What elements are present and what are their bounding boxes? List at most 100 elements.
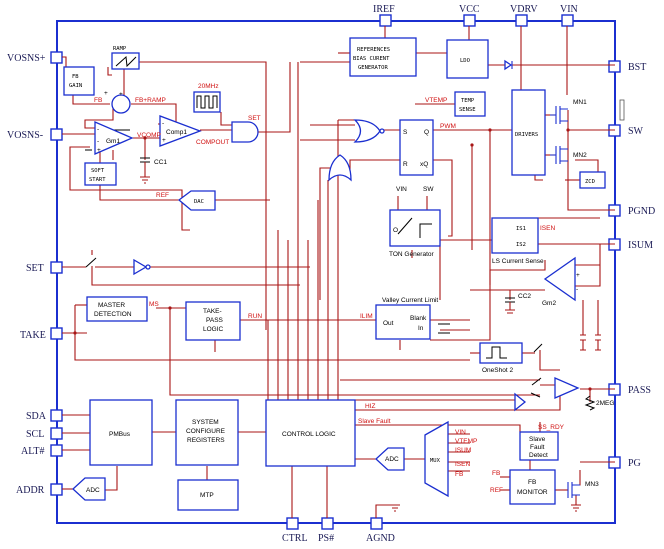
pin-ps: PS# xyxy=(318,517,334,544)
svg-text:ADDR: ADDR xyxy=(16,485,45,496)
svg-text:PS#: PS# xyxy=(318,533,334,544)
svg-text:HIZ: HIZ xyxy=(365,403,376,410)
svg-text:Valley Current Limit: Valley Current Limit xyxy=(382,297,438,304)
mn1-mosfet: MN1 xyxy=(550,99,587,124)
svg-text:xQ: xQ xyxy=(420,161,428,168)
rc-network-right xyxy=(580,300,601,351)
pin-sda: SDA xyxy=(26,409,63,422)
svg-text:IS2: IS2 xyxy=(516,242,526,248)
pin-scl: SCL xyxy=(26,427,63,440)
pmbus-block: PMBus xyxy=(89,399,153,466)
pin-iref: IREF xyxy=(373,4,395,27)
pin-addr: ADDR xyxy=(16,483,63,496)
svg-text:+: + xyxy=(162,137,166,144)
mux-block: MUX xyxy=(424,420,449,498)
soft-start-block: SOFT START xyxy=(84,162,117,186)
svg-text:SET: SET xyxy=(248,115,261,122)
svg-text:Blank: Blank xyxy=(410,315,427,322)
take-pass-logic-block: TAKE- PASS LOGIC xyxy=(185,301,241,341)
control-logic-block: CONTROL LOGIC xyxy=(265,399,356,467)
mn2-mosfet: MN2 xyxy=(550,146,587,164)
svg-text:2MEG: 2MEG xyxy=(596,400,614,407)
pin-vosns-minus: VOSNS- xyxy=(7,128,63,141)
pin-ctrl: CTRL xyxy=(282,517,308,544)
junction-dots xyxy=(73,128,592,391)
temp-sense-block: TEMP SENSE xyxy=(454,91,486,117)
slave-fault-detect-block: Slave Fault Detect xyxy=(519,431,559,461)
svg-text:DETECTION: DETECTION xyxy=(94,311,132,318)
svg-text:ALT#: ALT# xyxy=(21,446,45,457)
svg-text:PMBus: PMBus xyxy=(109,431,131,438)
summing-node: + + xyxy=(104,90,131,114)
svg-text:TAKE-: TAKE- xyxy=(203,308,222,315)
svg-text:CTRL: CTRL xyxy=(282,533,308,544)
references-block: REFERENCES BIAS CURENT GENERATOR xyxy=(349,37,417,77)
pin-isum: ISUM xyxy=(608,238,653,251)
svg-text:-: - xyxy=(97,138,99,145)
svg-text:BST: BST xyxy=(628,62,646,73)
svg-text:SW: SW xyxy=(628,126,644,137)
pin-bst: BST xyxy=(608,60,646,73)
svg-text:PG: PG xyxy=(628,458,641,469)
svg-text:ISUM: ISUM xyxy=(455,447,471,454)
svg-text:Gm1: Gm1 xyxy=(106,138,120,145)
master-detection-block: MASTER DETECTION xyxy=(86,296,148,322)
svg-text:FB: FB xyxy=(455,471,463,478)
svg-text:FB: FB xyxy=(72,74,79,80)
svg-text:GAIN: GAIN xyxy=(69,83,82,89)
adc-block: ADC xyxy=(375,447,405,471)
svg-text:LDO: LDO xyxy=(460,58,470,64)
pin-pass: PASS xyxy=(608,383,651,396)
svg-text:S: S xyxy=(403,129,408,136)
sr-latch: S R Q xQ xyxy=(399,119,434,176)
and-gate xyxy=(231,121,259,143)
svg-text:SW: SW xyxy=(423,186,434,193)
svg-text:OneShot 2: OneShot 2 xyxy=(482,367,513,374)
svg-text:Comp1: Comp1 xyxy=(166,129,187,136)
svg-text:-: - xyxy=(162,120,164,127)
sw-pin-marker xyxy=(619,99,625,121)
svg-text:SOFT: SOFT xyxy=(91,168,105,174)
svg-text:START: START xyxy=(89,177,106,183)
cc2-capacitor: CC2 xyxy=(505,293,531,314)
oscillator-20mhz: 20MHz xyxy=(193,83,221,113)
pass-buffer xyxy=(514,377,580,412)
valley-current-limit-block: Valley Current Limit Out Blank In xyxy=(375,297,438,340)
or-gate-top xyxy=(353,119,385,143)
svg-text:SYSTEM: SYSTEM xyxy=(192,419,219,426)
svg-text:MTP: MTP xyxy=(200,492,214,499)
svg-text:SET: SET xyxy=(26,263,44,274)
svg-text:PWM: PWM xyxy=(440,123,456,130)
svg-text:MASTER: MASTER xyxy=(98,302,125,309)
svg-text:MUX: MUX xyxy=(430,458,441,464)
svg-text:ZCD: ZCD xyxy=(585,179,595,185)
svg-text:SENSE: SENSE xyxy=(459,107,476,113)
svg-text:ISEN: ISEN xyxy=(455,461,470,468)
svg-text:Fault: Fault xyxy=(530,444,545,451)
addr-adc-block: ADC xyxy=(72,477,106,501)
fb-gain-block: FB GAIN xyxy=(63,66,95,96)
svg-text:COMPOUT: COMPOUT xyxy=(196,139,229,146)
svg-text:VTEMP: VTEMP xyxy=(425,97,447,104)
svg-text:CONTROL LOGIC: CONTROL LOGIC xyxy=(282,431,336,438)
svg-text:MN3: MN3 xyxy=(585,481,599,488)
svg-text:ADC: ADC xyxy=(385,456,399,463)
pin-take: TAKE xyxy=(20,327,63,341)
svg-text:SCL: SCL xyxy=(26,429,44,440)
svg-text:+: + xyxy=(576,272,580,279)
pin-set: SET xyxy=(26,261,63,274)
svg-text:-: - xyxy=(576,286,578,293)
svg-text:CC1: CC1 xyxy=(154,159,167,166)
pin-vosns-plus: VOSNS+ xyxy=(7,51,63,64)
svg-text:TAKE: TAKE xyxy=(20,330,46,341)
svg-text:PASS: PASS xyxy=(628,385,651,396)
svg-text:TON Generator: TON Generator xyxy=(389,251,435,258)
svg-text:ISEN: ISEN xyxy=(540,225,555,232)
svg-text:Gm2: Gm2 xyxy=(542,300,556,307)
comp1-comparator: - + Comp1 xyxy=(159,115,202,147)
pin-vin: VIN xyxy=(560,4,578,27)
svg-text:REFERENCES: REFERENCES xyxy=(357,47,390,53)
set-buffer xyxy=(133,258,151,276)
svg-text:IS1: IS1 xyxy=(516,226,526,232)
